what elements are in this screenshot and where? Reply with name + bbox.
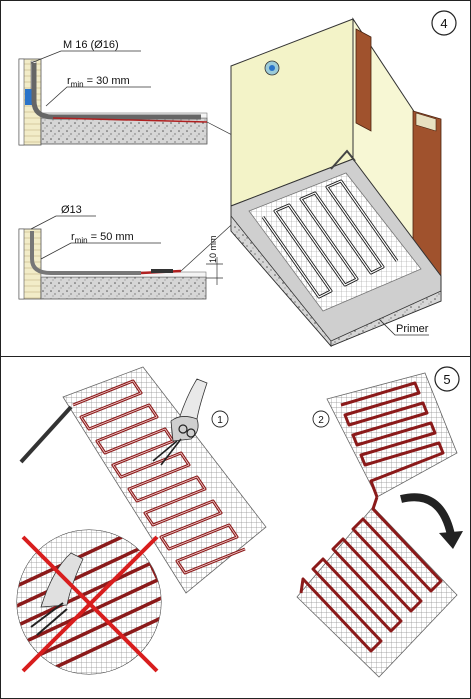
step-4-illustration: 4 M 16 (Ø16) rmin = 30 mm (18, 10, 457, 348)
diameter-label: Ø13 (61, 204, 82, 216)
step-4-number: 4 (440, 16, 447, 31)
cable-tube (30, 231, 141, 275)
step-5-number: 5 (443, 372, 450, 387)
red-cross-icon (21, 535, 159, 673)
mat-turning-illustration: 2 (296, 372, 463, 678)
rotate-arrow-icon (400, 493, 455, 536)
mat-cutting-illustration: 1 (19, 366, 267, 594)
conduit-label: M 16 (Ø16) (63, 39, 119, 51)
rmin-bottom-label: rmin = 50 mm (71, 231, 134, 245)
step-5-panel: 5 1 (1, 357, 470, 698)
substep-1-number: 1 (217, 415, 223, 426)
floor-cable-detail: Ø13 rmin = 50 mm 10 mm (18, 204, 242, 300)
step-4-panel: 4 M 16 (Ø16) rmin = 30 mm (1, 1, 470, 357)
wrong-cut-warning (16, 529, 162, 675)
depth-label: 10 mm (208, 235, 218, 263)
room-corner-perspective: Primer (230, 17, 442, 348)
step-5-illustration: 5 1 (16, 366, 463, 678)
rmin-top-label: rmin = 30 mm (67, 75, 130, 89)
junction-box-blue (25, 89, 33, 105)
hand-scissors-icon (152, 378, 208, 466)
primer-label: Primer (396, 323, 429, 335)
upper-mat-cable (340, 381, 445, 498)
lower-heating-mat (296, 506, 458, 678)
heating-cable-end (52, 117, 208, 123)
door-frame-left (355, 28, 372, 132)
conduit-tube (31, 63, 201, 120)
lower-mat-cable (299, 496, 443, 653)
step-5-badge: 5 (434, 366, 460, 392)
long-heating-mat (62, 366, 267, 594)
step-4-badge: 4 (431, 10, 457, 36)
wall-junction-box-icon (264, 60, 280, 76)
substep-2-number: 2 (318, 415, 324, 426)
cold-lead (19, 405, 73, 464)
wall-conduit-detail: M 16 (Ø16) rmin = 30 mm (18, 39, 322, 182)
